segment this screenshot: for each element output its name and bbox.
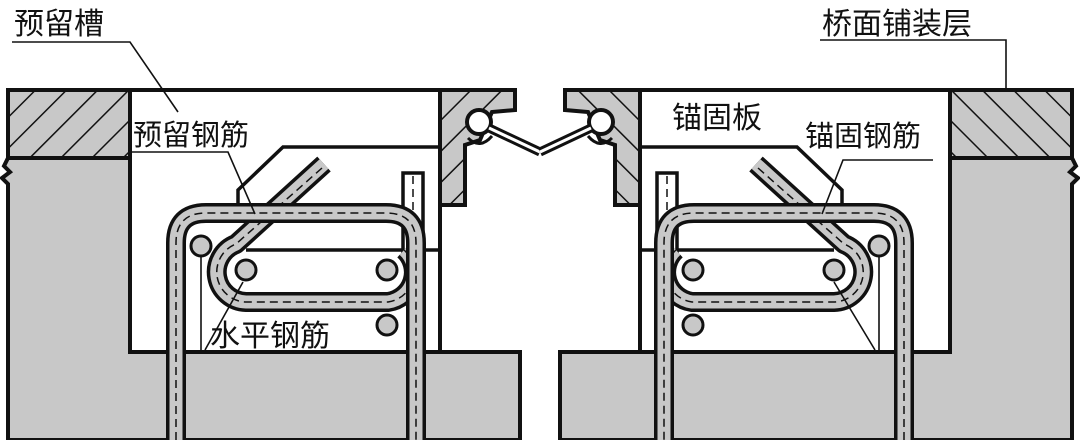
label-reserved-rebar: 预留钢筋: [133, 118, 249, 152]
leader-anchor-rebar: [821, 159, 933, 215]
leader-horizontal-rebar: [200, 256, 244, 351]
left-joint-half: [2, 90, 540, 440]
leader-deck-pavement: [820, 39, 1007, 90]
leader-reserved-rebar: [132, 151, 256, 215]
leader-horizontal-rebar-right: [833, 256, 880, 351]
label-anchor-plate: 锚固板: [672, 101, 762, 136]
leader-lines: [12, 39, 1007, 351]
label-anchor-rebar: 锚固钢筋: [805, 119, 921, 153]
label-reserved-groove: 预留槽: [14, 7, 104, 42]
label-deck-pavement: 桥面铺装层: [822, 7, 972, 42]
label-horizontal-rebar: 水平钢筋: [210, 319, 330, 354]
leader-reserved-groove: [12, 41, 179, 113]
